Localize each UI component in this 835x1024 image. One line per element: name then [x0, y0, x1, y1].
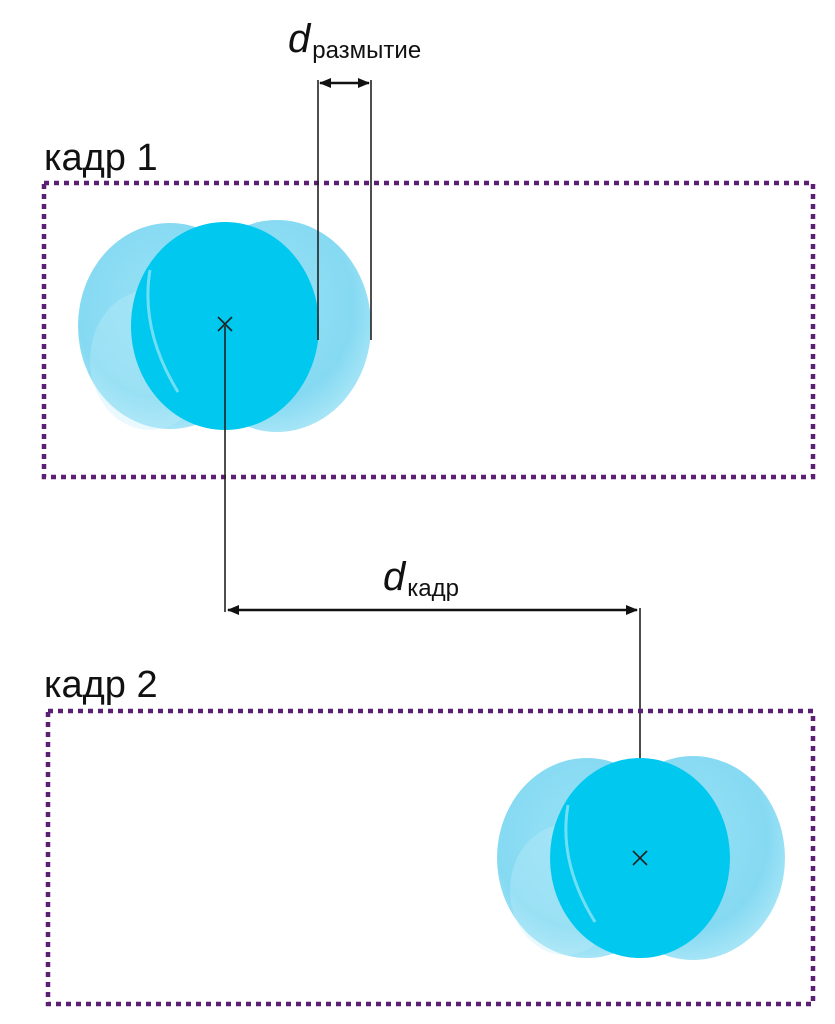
frame-dimension-symbol: d: [383, 555, 407, 599]
frame-dimension-label: dкадр: [383, 555, 459, 602]
x-mark-icon: [217, 316, 233, 332]
blur-dimension-subscript: размытие: [312, 37, 421, 64]
blurred-object-frame-2: [497, 756, 785, 960]
object-core-edge-highlight: [146, 269, 180, 393]
frame-1-box: [41, 180, 816, 480]
frame-1-label: кадр 1: [44, 137, 158, 179]
x-mark-icon: [632, 850, 648, 866]
frame-2-label: кадр 2: [44, 664, 158, 706]
blur-dimension-label: dразмытие: [288, 17, 421, 64]
blur-dimension-symbol: d: [288, 17, 312, 61]
frame-dimension-subscript: кадр: [407, 575, 459, 602]
object-core-edge-highlight: [564, 804, 597, 923]
frame-2-box: [45, 708, 816, 1007]
